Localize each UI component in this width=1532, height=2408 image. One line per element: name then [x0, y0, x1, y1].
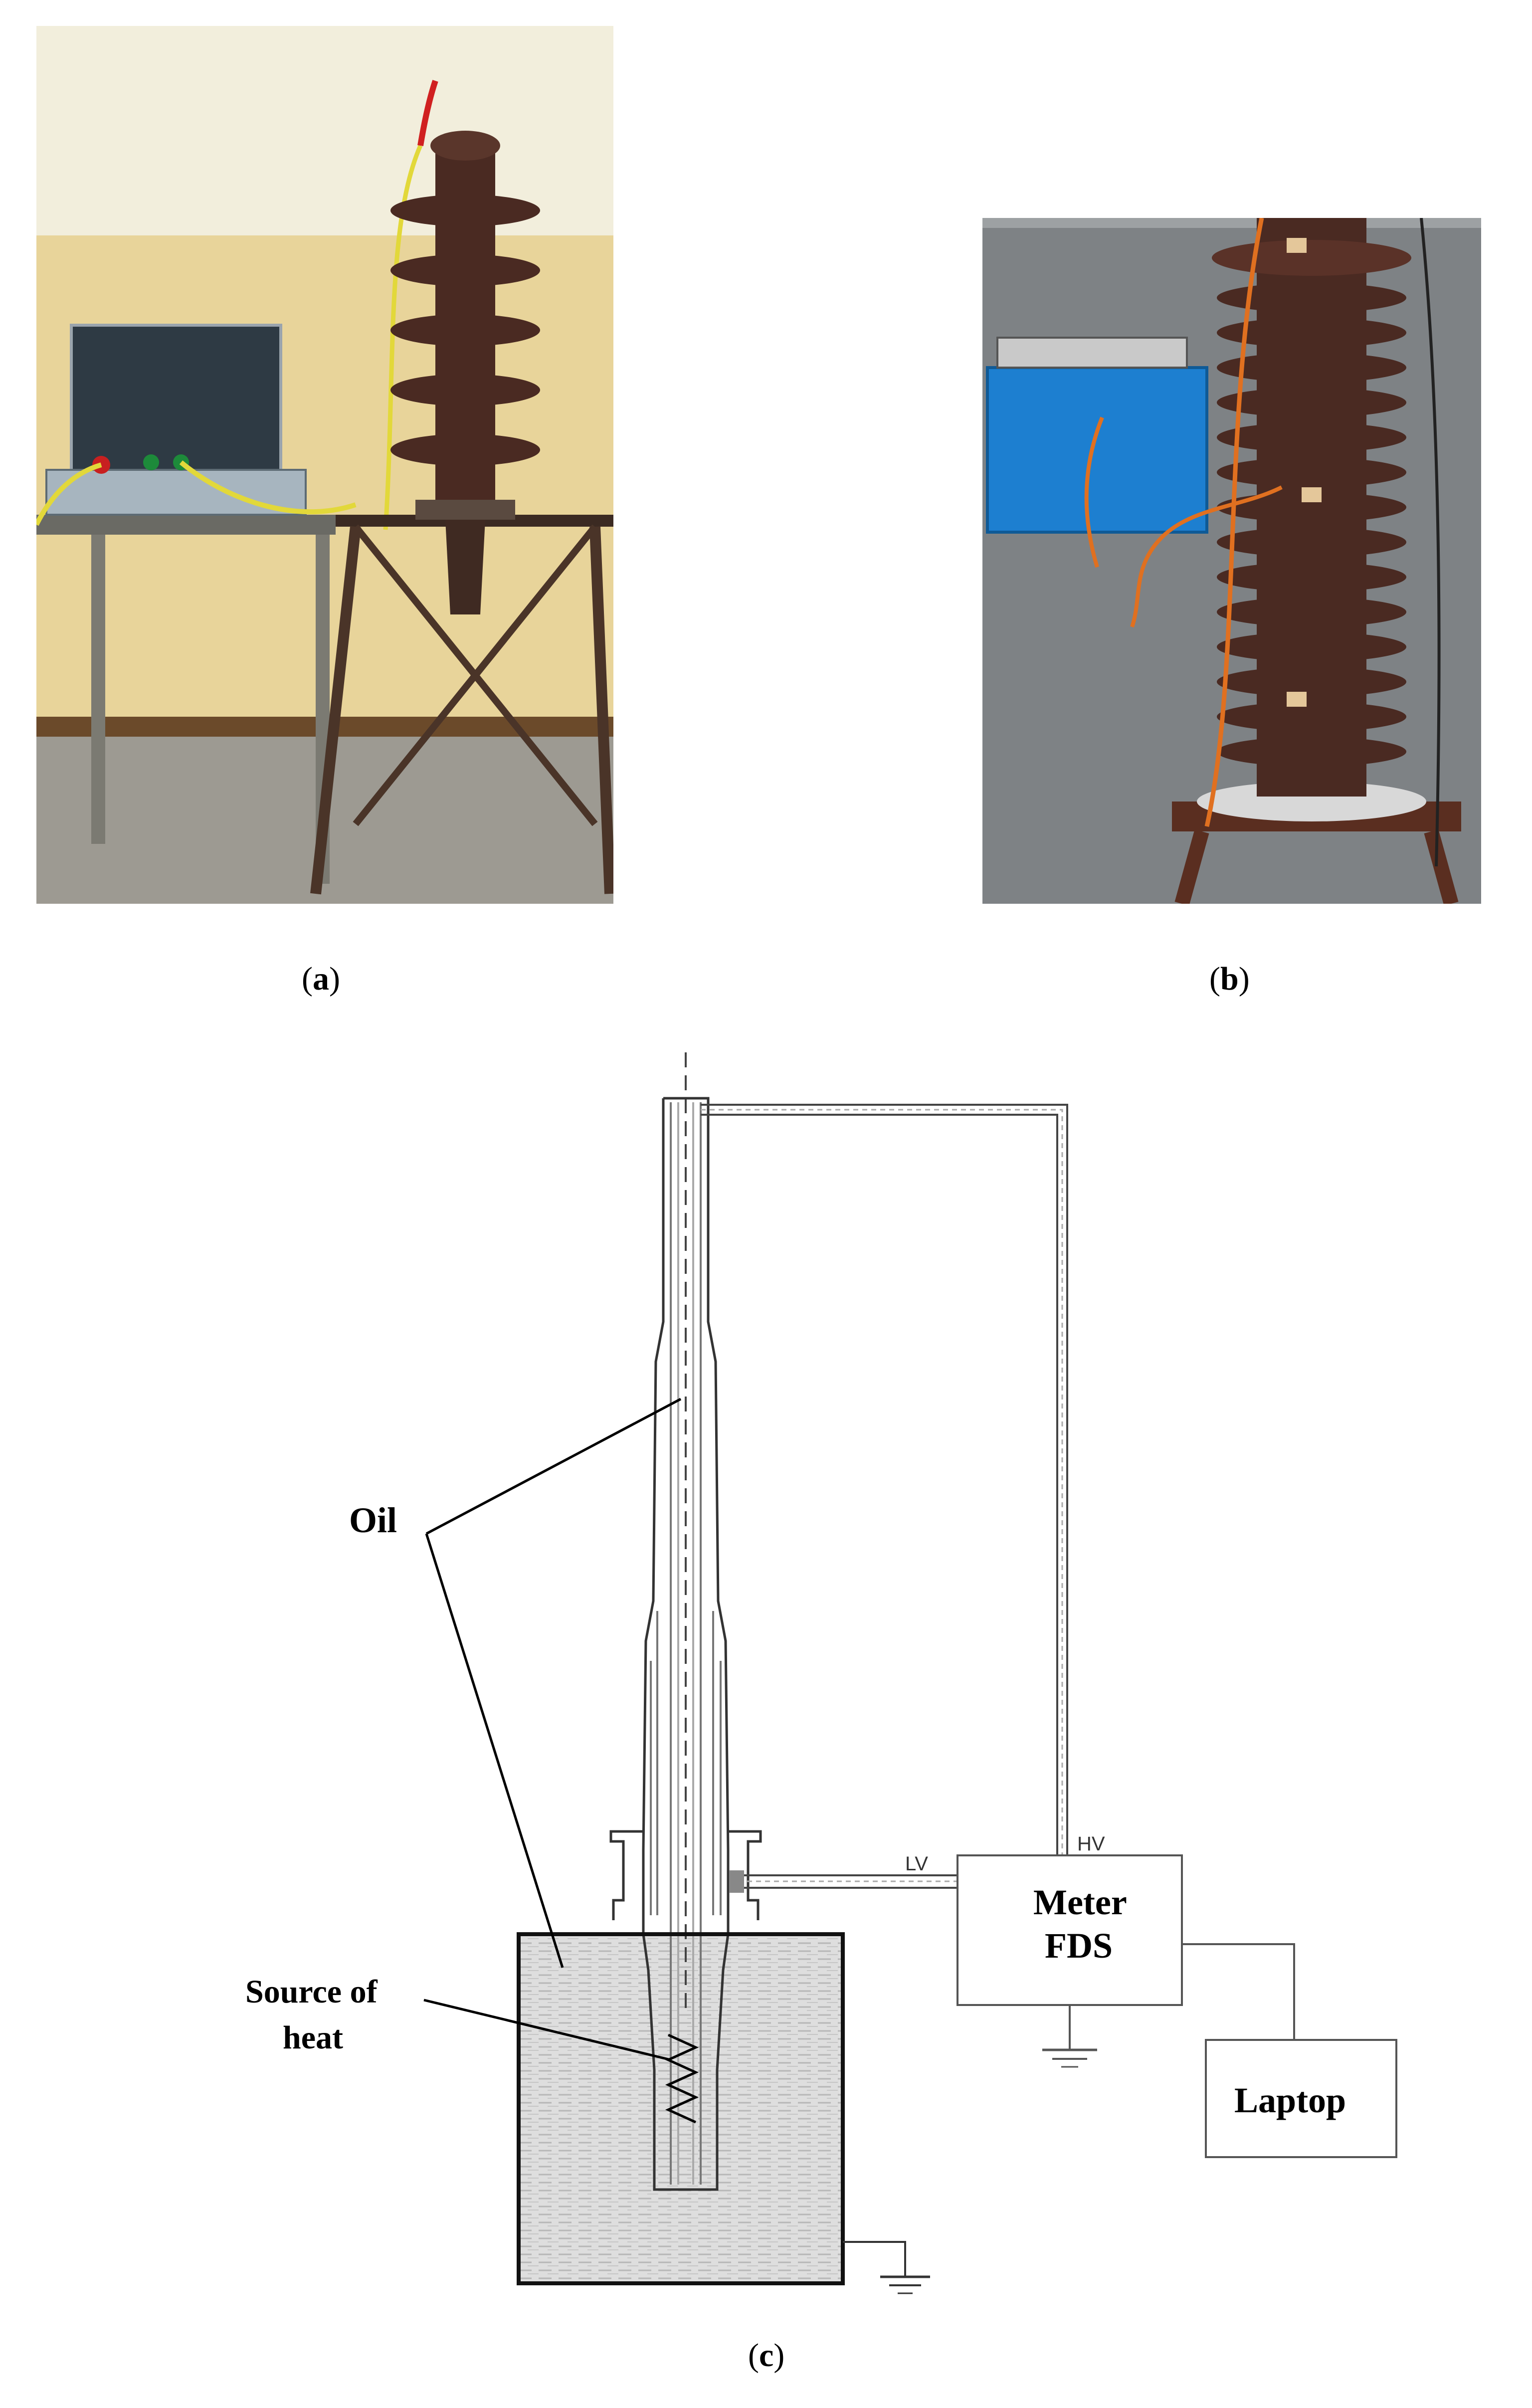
caption-b: (b)	[1209, 961, 1250, 997]
blue-box	[986, 366, 1208, 534]
mounting-flange	[609, 1830, 762, 1920]
oil-leader-tank	[425, 1533, 564, 1968]
label-lv: LV	[905, 1853, 928, 1875]
bushing-inner-lines	[650, 1102, 722, 2185]
cable-yellow	[179, 460, 357, 515]
fds-test-schematic: Oil Source of heat Meter FDS Laptop LV H…	[245, 1052, 1397, 2294]
meter-fds-box	[957, 1854, 1183, 2006]
cable-yellow	[383, 145, 423, 530]
instrument-case-base	[45, 469, 307, 516]
photo-a-illustration	[34, 26, 615, 904]
lead-red	[417, 80, 438, 146]
label-fds: FDS	[1045, 1926, 1113, 1966]
bushing-outline	[642, 1097, 730, 2191]
label-laptop: Laptop	[1234, 2080, 1346, 2120]
stand-leg	[589, 526, 615, 894]
cable-black	[1420, 217, 1441, 867]
cable-orange	[1084, 416, 1104, 568]
cable-orange	[1204, 217, 1264, 827]
caption-a: (a)	[302, 961, 340, 997]
label-heat: heat	[283, 2019, 343, 2056]
label-meter: Meter	[1033, 1882, 1127, 1922]
stand-leg	[310, 526, 361, 895]
hv-cable	[701, 1104, 1068, 1855]
laptop-box	[1205, 2039, 1397, 2158]
device-on-box	[996, 337, 1188, 369]
heat-leader	[423, 1999, 671, 2061]
photo-b-illustration	[982, 217, 1481, 906]
photo-panel-b	[982, 217, 1481, 906]
heater-coil	[665, 2033, 699, 2124]
bushing	[1212, 218, 1411, 797]
terminal-green	[143, 454, 159, 470]
stand-brace	[353, 524, 598, 826]
cable-orange	[1130, 485, 1283, 628]
lv-cable	[738, 1874, 958, 1889]
label-source-of-heat: Source of	[245, 1974, 378, 2010]
bushing	[390, 131, 540, 614]
laptop-link	[1182, 1943, 1295, 2040]
photo-panel-a	[34, 26, 615, 904]
caption-c: (c)	[748, 2337, 785, 2374]
table-leg	[91, 535, 105, 844]
label-hv: HV	[1077, 1833, 1105, 1855]
oil-leader-bushing	[425, 1398, 682, 1535]
table-top	[36, 515, 336, 535]
flange	[1197, 782, 1426, 821]
label-oil: Oil	[349, 1500, 397, 1540]
schematic-panel-c: Oil Source of heat Meter FDS Laptop LV H…	[0, 1022, 1532, 2406]
oil-tank	[517, 1932, 845, 2285]
cable-yellow	[34, 462, 102, 526]
